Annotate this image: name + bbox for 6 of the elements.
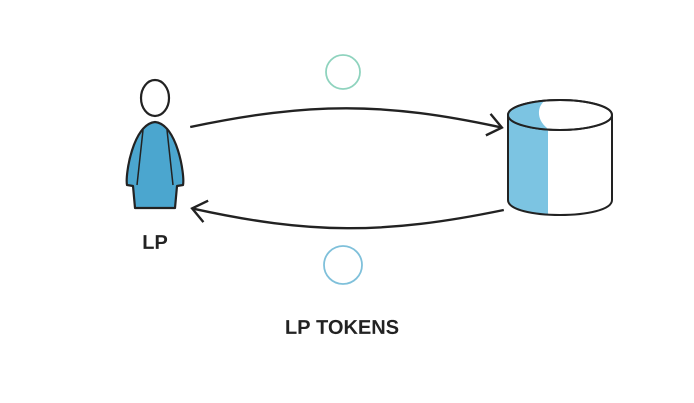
- person-drawing: [126, 78, 184, 210]
- token-label: LP TOKENS: [286, 320, 398, 334]
- arrow: [190, 200, 504, 230]
- arrow: [190, 107, 504, 136]
- cylinder-drawing: [507, 99, 613, 216]
- person-label: LP: [144, 235, 168, 249]
